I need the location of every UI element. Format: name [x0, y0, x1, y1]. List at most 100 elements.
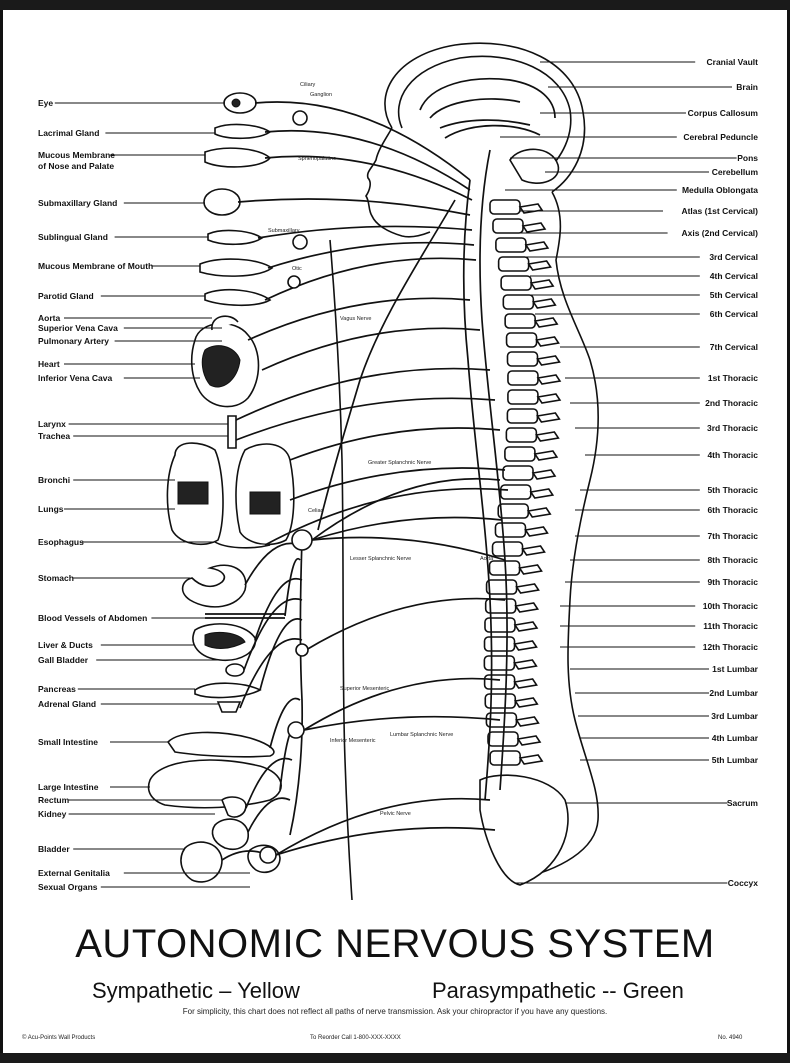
left-label-submaxillary-gland: Submaxillary Gland [38, 198, 117, 208]
adrenal-gland-organ [218, 702, 240, 712]
bladder-organ [181, 842, 222, 882]
spinous-process [538, 394, 560, 403]
nerve-fiber [285, 559, 300, 616]
right-label-10th-thoracic: 10th Thoracic [703, 601, 759, 611]
right-label-corpus-callosum: Corpus Callosum [688, 108, 759, 118]
left-label-sublingual-gland: Sublingual Gland [38, 232, 108, 242]
spinous-process [525, 527, 547, 536]
submaxillary-gland-organ [204, 189, 240, 215]
vertebra [485, 675, 515, 689]
vertebra [498, 504, 528, 518]
nerve-fiber [290, 468, 505, 500]
vertebra [508, 371, 538, 385]
disclaimer-text: For simplicity, this chart does not refl… [0, 1007, 790, 1016]
right-label-9th-thoracic: 9th Thoracic [707, 577, 758, 587]
vertebra [493, 219, 523, 233]
nerve-fiber [262, 328, 480, 370]
spinous-process [514, 660, 536, 669]
lacrimal-gland-organ [215, 125, 270, 139]
inner-label-greater-splanchnic-nerve: Greater Splanchnic Nerve [368, 460, 431, 466]
vertebra [501, 485, 531, 499]
spinous-process [515, 679, 537, 688]
spinous-process [537, 337, 559, 346]
spinous-process [523, 546, 545, 555]
inferior-mesenteric-ganglion [288, 722, 304, 738]
right-label-4th-thoracic: 4th Thoracic [707, 450, 758, 460]
celiac-ganglion [292, 530, 312, 550]
vertebra [493, 542, 523, 556]
submaxillary-ganglion [293, 235, 307, 249]
nerve-fiber [236, 369, 490, 420]
left-label-trachea: Trachea [38, 431, 70, 441]
vertebra [490, 200, 520, 214]
left-label-gall-bladder: Gall Bladder [38, 655, 89, 665]
kidney-organ [212, 819, 248, 849]
left-label-parotid-gland: Parotid Gland [38, 291, 94, 301]
inner-label-lumbar-splanchnic-nerve: Lumbar Splanchnic Nerve [390, 732, 453, 738]
right-label-pons: Pons [737, 153, 758, 163]
vertebra [505, 314, 535, 328]
nerve-fiber [255, 579, 302, 640]
gall-bladder-organ [226, 664, 244, 676]
inner-label-inferior-mesenteric: Inferior Mesenteric [330, 738, 376, 744]
inner-label-lesser-splanchnic-nerve: Lesser Splanchnic Nerve [350, 556, 411, 562]
brain-folds [420, 79, 555, 128]
vertebra [503, 466, 533, 480]
left-label-sexual-organs: Sexual Organs [38, 882, 98, 892]
left-label-eye: Eye [38, 98, 53, 108]
abdomen-vessels [205, 614, 285, 618]
right-label-3rd-lumbar: 3rd Lumbar [711, 711, 758, 721]
right-label-12th-thoracic: 12th Thoracic [703, 642, 759, 652]
ganglia-chain [290, 540, 302, 835]
inner-label-aorta: Aorta [480, 556, 494, 562]
left-label-pancreas: Pancreas [38, 684, 76, 694]
spinous-process [520, 755, 542, 764]
vertebra [507, 409, 537, 423]
inner-label-sphenopalatine: Sphenopalatine [298, 156, 336, 162]
vertebra [485, 694, 515, 708]
left-label-large-intestine: Large Intestine [38, 782, 99, 792]
left-label-bladder: Bladder [38, 844, 70, 854]
spinous-process [518, 736, 540, 745]
left-label-liver-ducts: Liver & Ducts [38, 640, 93, 650]
left-label-heart: Heart [38, 359, 60, 369]
right-label-4th-lumbar: 4th Lumbar [712, 733, 759, 743]
left-label-aorta: Aorta [38, 313, 60, 323]
right-label-2nd-thoracic: 2nd Thoracic [705, 398, 758, 408]
left-label-stomach: Stomach [38, 573, 74, 583]
vertebra [507, 333, 537, 347]
vertebra [484, 656, 514, 670]
spinous-process [536, 432, 558, 441]
ciliary-ganglion [293, 111, 307, 125]
spinous-process [535, 318, 557, 327]
right-label-1st-lumbar: 1st Lumbar [712, 664, 759, 674]
right-label-axis-2nd-cervical: Axis (2nd Cervical) [681, 228, 758, 238]
left-label-small-intestine: Small Intestine [38, 737, 98, 747]
left-label-larynx: Larynx [38, 419, 66, 429]
left-label-lungs: Lungs [38, 504, 64, 514]
vertebra [503, 295, 533, 309]
nose-mucous-organ [205, 148, 270, 167]
stomach-organ [183, 565, 246, 607]
spinous-process [533, 470, 555, 479]
right-label-coccyx: Coccyx [728, 878, 759, 888]
right-label-atlas-1st-cervical: Atlas (1st Cervical) [681, 206, 758, 216]
footer-copyright: © Acu-Points Wall Products [22, 1035, 95, 1041]
right-label-2nd-lumbar: 2nd Lumbar [709, 688, 758, 698]
nerve-fiber [304, 717, 500, 730]
vertebra [505, 447, 535, 461]
right-label-cranial-vault: Cranial Vault [707, 57, 759, 67]
spinous-process [538, 375, 560, 384]
inner-label-celiac: Celiac [308, 508, 324, 514]
spinous-process [515, 698, 537, 707]
spinous-process [535, 451, 557, 460]
spinous-process [526, 242, 548, 251]
right-label-brain: Brain [736, 82, 758, 92]
right-label-6th-cervical: 6th Cervical [710, 309, 758, 319]
right-label-5th-cervical: 5th Cervical [710, 290, 758, 300]
left-label-blood-vessels-of-abdomen: Blood Vessels of Abdomen [38, 613, 147, 623]
left-label-external-genitalia: External Genitalia [38, 868, 110, 878]
spinous-process [516, 603, 538, 612]
vertebra [506, 428, 536, 442]
left-label-adrenal-gland: Adrenal Gland [38, 699, 96, 709]
